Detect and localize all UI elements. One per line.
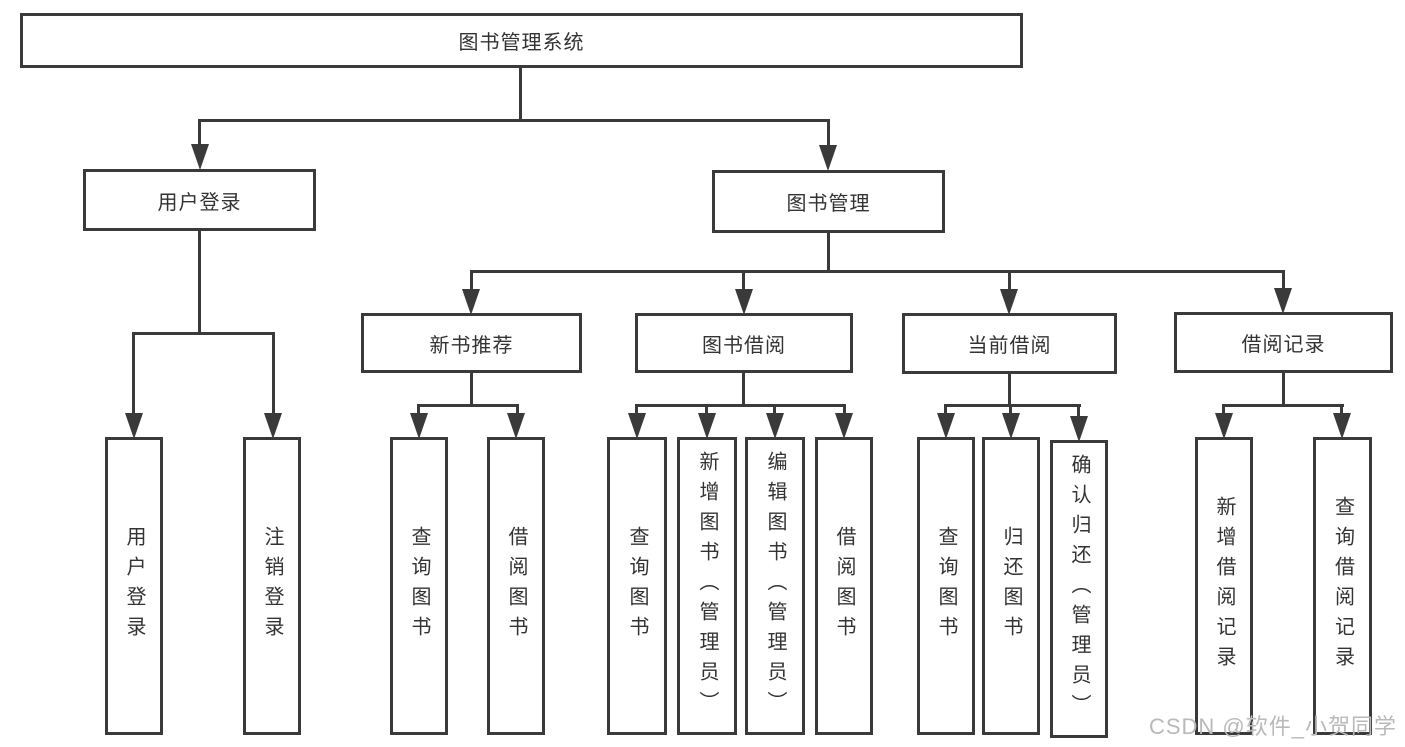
node-label: 图书借阅 [702,334,786,357]
connector-hline [635,404,846,407]
connector-drop [635,404,638,416]
arrow-down-icon [1002,413,1020,439]
leaf-borrowing-edit-books-admin: 编辑图书（管理员） [745,437,805,735]
connector-level1-hline [198,119,830,122]
connector-drop [773,404,776,416]
arrow-down-icon [1070,416,1088,442]
connector-drop [470,270,473,292]
leaf-user-login: 用户登录 [105,437,163,735]
connector-drop [843,404,846,416]
connector-drop [705,404,708,416]
leaf-current-query-books: 查询图书 [917,437,975,735]
arrow-down-icon [937,413,955,439]
leaf-label: 查询图书 [408,526,430,646]
node-current-borrowing: 当前借阅 [902,313,1117,374]
node-label: 图书管理 [786,193,871,215]
connector-drop-user-login [198,119,201,149]
leaf-label: 新增借阅记录 [1213,496,1235,676]
connector-drop [1282,270,1285,291]
connector-drop [516,404,519,416]
connector-hline [417,404,519,407]
arrow-down-icon [191,144,209,170]
node-label: 当前借阅 [967,335,1052,357]
leaf-label: 用户登录 [123,526,145,646]
connector-hline [944,404,1081,407]
connector-stub [1282,371,1285,407]
connector-bookmgmt-stub [827,231,830,273]
arrow-down-icon [735,289,753,315]
connector-userlogin-hline [132,332,275,335]
arrow-down-icon [698,413,716,439]
connector-drop [417,404,420,416]
connector-userlogin-stub [198,229,201,335]
arrow-down-icon [1215,413,1233,439]
connector-drop [1340,404,1343,416]
connector-root-stub [519,66,522,122]
leaf-label: 查询借阅记录 [1331,496,1354,676]
connector-stub [742,371,745,407]
node-library-system: 图书管理系统 [20,13,1023,68]
arrow-down-icon [264,413,282,439]
leaf-borrowing-add-books-admin: 新增图书（管理员） [677,437,737,735]
connector-drop [1222,404,1225,416]
arrow-down-icon [628,413,646,439]
leaf-label: 注销登录 [261,526,283,646]
arrow-down-icon [766,413,784,439]
leaf-logout: 注销登录 [243,437,301,735]
connector-hline [1222,404,1344,407]
connector-stub [470,371,473,407]
arrow-down-icon [835,413,853,439]
connector-drop [1077,404,1080,418]
node-new-book-recommend: 新书推荐 [361,313,582,373]
connector-drop [742,270,745,292]
leaf-records-query-record: 查询借阅记录 [1313,437,1372,735]
arrow-down-icon [1274,288,1292,314]
leaf-label: 归还图书 [1000,526,1022,646]
connector-drop-book-mgmt [827,119,830,149]
arrow-down-icon [410,413,428,439]
connector-drop [1008,270,1011,292]
node-book-management: 图书管理 [712,170,945,233]
leaf-label: 确认归还（管理员） [1068,454,1090,724]
node-borrowing-records: 借阅记录 [1174,312,1393,373]
connector-stub [1008,372,1011,407]
connector-drop [944,404,947,416]
arrow-down-icon [125,413,143,439]
leaf-current-return-books: 归还图书 [982,437,1040,735]
node-label: 用户登录 [157,191,242,214]
leaf-recommend-borrow-books: 借阅图书 [487,437,545,735]
node-book-borrowing: 图书借阅 [635,313,853,373]
leaf-label: 新增图书（管理员） [696,451,718,721]
connector-drop [272,332,275,415]
leaf-label: 编辑图书（管理员） [764,451,786,721]
leaf-borrowing-query-books: 查询图书 [607,437,667,735]
leaf-label: 查询图书 [935,526,957,646]
leaf-label: 查询图书 [626,526,648,646]
leaf-label: 借阅图书 [833,526,855,646]
node-label: 图书管理系统 [458,32,585,54]
arrow-down-icon [507,413,525,439]
node-label: 新书推荐 [429,334,514,357]
leaf-recommend-query-books: 查询图书 [390,437,448,735]
leaf-records-add-record: 新增借阅记录 [1195,437,1253,735]
leaf-borrowing-borrow-books: 借阅图书 [815,437,873,735]
arrow-down-icon [1333,413,1351,439]
arrow-down-icon [1000,289,1018,315]
arrow-down-icon [819,145,837,171]
connector-level2-hline [470,270,1285,273]
node-user-login: 用户登录 [83,169,316,231]
connector-drop [1009,404,1012,416]
leaf-label: 借阅图书 [505,526,527,646]
connector-drop [132,332,135,415]
leaf-current-confirm-return-admin: 确认归还（管理员） [1050,440,1108,738]
node-label: 借阅记录 [1241,334,1326,356]
arrow-down-icon [462,289,480,315]
